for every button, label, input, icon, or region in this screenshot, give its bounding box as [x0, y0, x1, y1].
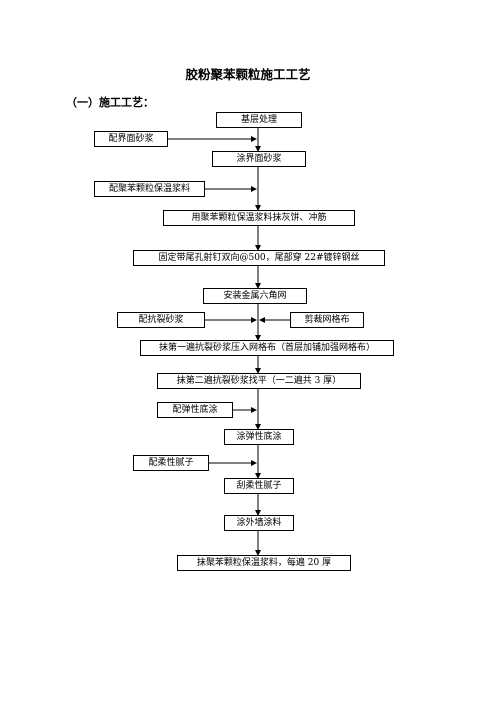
input-crack-mortar-mix: 配抗裂砂浆 [117, 312, 205, 328]
section-title: （一）施工工艺： [66, 96, 154, 109]
input-insulation-mix: 配聚苯颗粒保温浆料 [94, 181, 205, 197]
step-3-insulation-screed: 用聚苯颗粒保温浆料抹灰饼、冲筋 [163, 210, 355, 226]
step-8-elastic-primer: 涂弹性底涂 [224, 429, 294, 445]
step-9-flexible-putty: 刮柔性腻子 [224, 478, 294, 494]
step-6-first-crack-mortar: 抹第一遍抗裂砂浆压入网格布（首层加铺加强网格布） [140, 340, 394, 356]
input-elastic-primer-mix: 配弹性底涂 [157, 402, 233, 418]
step-5-install-mesh: 安装金属六角网 [203, 288, 307, 304]
step-10-exterior-paint: 涂外墙涂料 [224, 515, 294, 531]
step-11-insulation-layers: 抹聚苯颗粒保温浆料，每遍 20 厚 [177, 555, 351, 571]
input-interface-mortar-mix: 配界面砂浆 [94, 131, 168, 147]
step-1-base-treatment: 基层处理 [216, 112, 302, 128]
input-cut-mesh: 剪裁网格布 [290, 312, 364, 328]
step-7-second-crack-mortar: 抹第二遍抗裂砂浆找平（一二遍共 3 厚） [157, 373, 361, 389]
page-title: 胶粉聚苯颗粒施工工艺 [185, 67, 311, 82]
step-2-interface-mortar: 涂界面砂浆 [212, 151, 306, 167]
step-4-fix-nails: 固定带尾孔射钉双向@500，尾部穿 22#镀锌钢丝 [133, 250, 385, 266]
input-flexible-putty-mix: 配柔性腻子 [133, 455, 209, 471]
